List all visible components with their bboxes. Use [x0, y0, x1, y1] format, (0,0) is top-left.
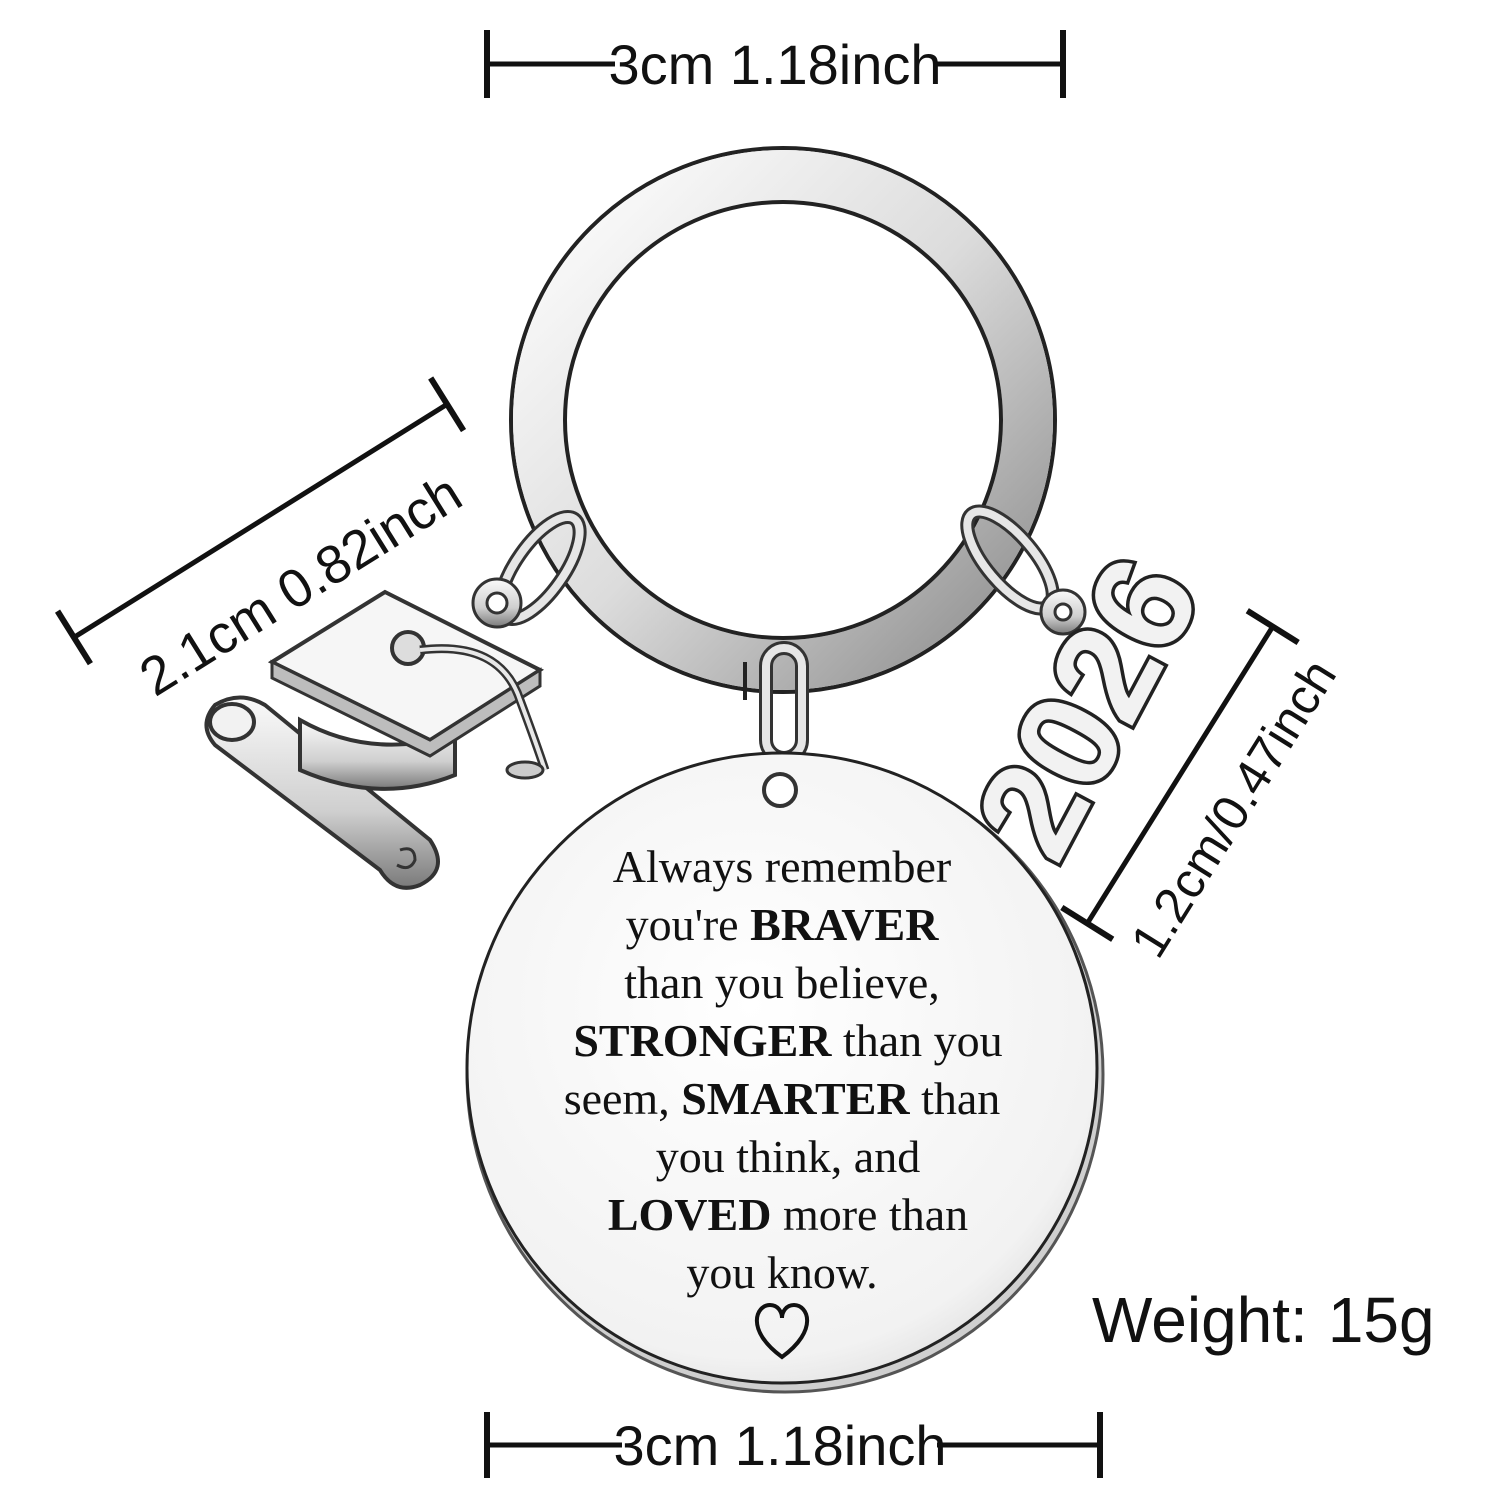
svg-text:LOVED more than: LOVED more than	[608, 1189, 968, 1240]
graduation-cap-icon	[267, 589, 550, 791]
svg-text:you're BRAVER: you're BRAVER	[626, 899, 940, 950]
svg-text:STRONGER than you: STRONGER than you	[573, 1015, 1002, 1066]
quote-line-5a: seem,	[564, 1073, 670, 1124]
quote-line-6: you think, and	[656, 1131, 920, 1182]
graduation-charm	[204, 577, 550, 890]
diploma-scroll-icon	[204, 695, 440, 890]
bottom-width-label: 3cm 1.18inch	[613, 1414, 946, 1477]
weight-value: 15g	[1328, 1284, 1435, 1356]
quote-line-8: you know.	[686, 1247, 877, 1298]
quote-line-5b: SMARTER	[681, 1073, 910, 1124]
weight-info: Weight: 15g	[1092, 1284, 1435, 1356]
quote-line-7b: more than	[783, 1189, 968, 1240]
engraved-quote: Always remember you're BRAVER than you b…	[564, 841, 1003, 1360]
heart-icon	[754, 1302, 810, 1360]
svg-text:Weight:15g: Weight: 15g	[1092, 1284, 1435, 1356]
top-width-label: 3cm 1.18inch	[608, 33, 941, 96]
quote-line-1: Always remember	[613, 841, 952, 892]
engraved-disc	[465, 751, 1105, 1394]
quote-line-3: than you believe,	[624, 957, 940, 1008]
quote-line-4b: than you	[843, 1015, 1003, 1066]
quote-line-2b: BRAVER	[750, 899, 939, 950]
split-key-ring	[509, 146, 1057, 700]
quote-line-5c: than	[921, 1073, 1000, 1124]
quote-line-2a: you're	[626, 899, 739, 950]
bottom-width-dimension: 3cm 1.18inch	[484, 1412, 1103, 1478]
quote-line-4a: STRONGER	[573, 1015, 832, 1066]
quote-line-7a: LOVED	[608, 1189, 772, 1240]
svg-text:seem, SMARTER than: seem, SMARTER than	[564, 1073, 1001, 1124]
top-width-dimension: 3cm 1.18inch	[484, 30, 1066, 98]
weight-label: Weight:	[1092, 1284, 1308, 1356]
